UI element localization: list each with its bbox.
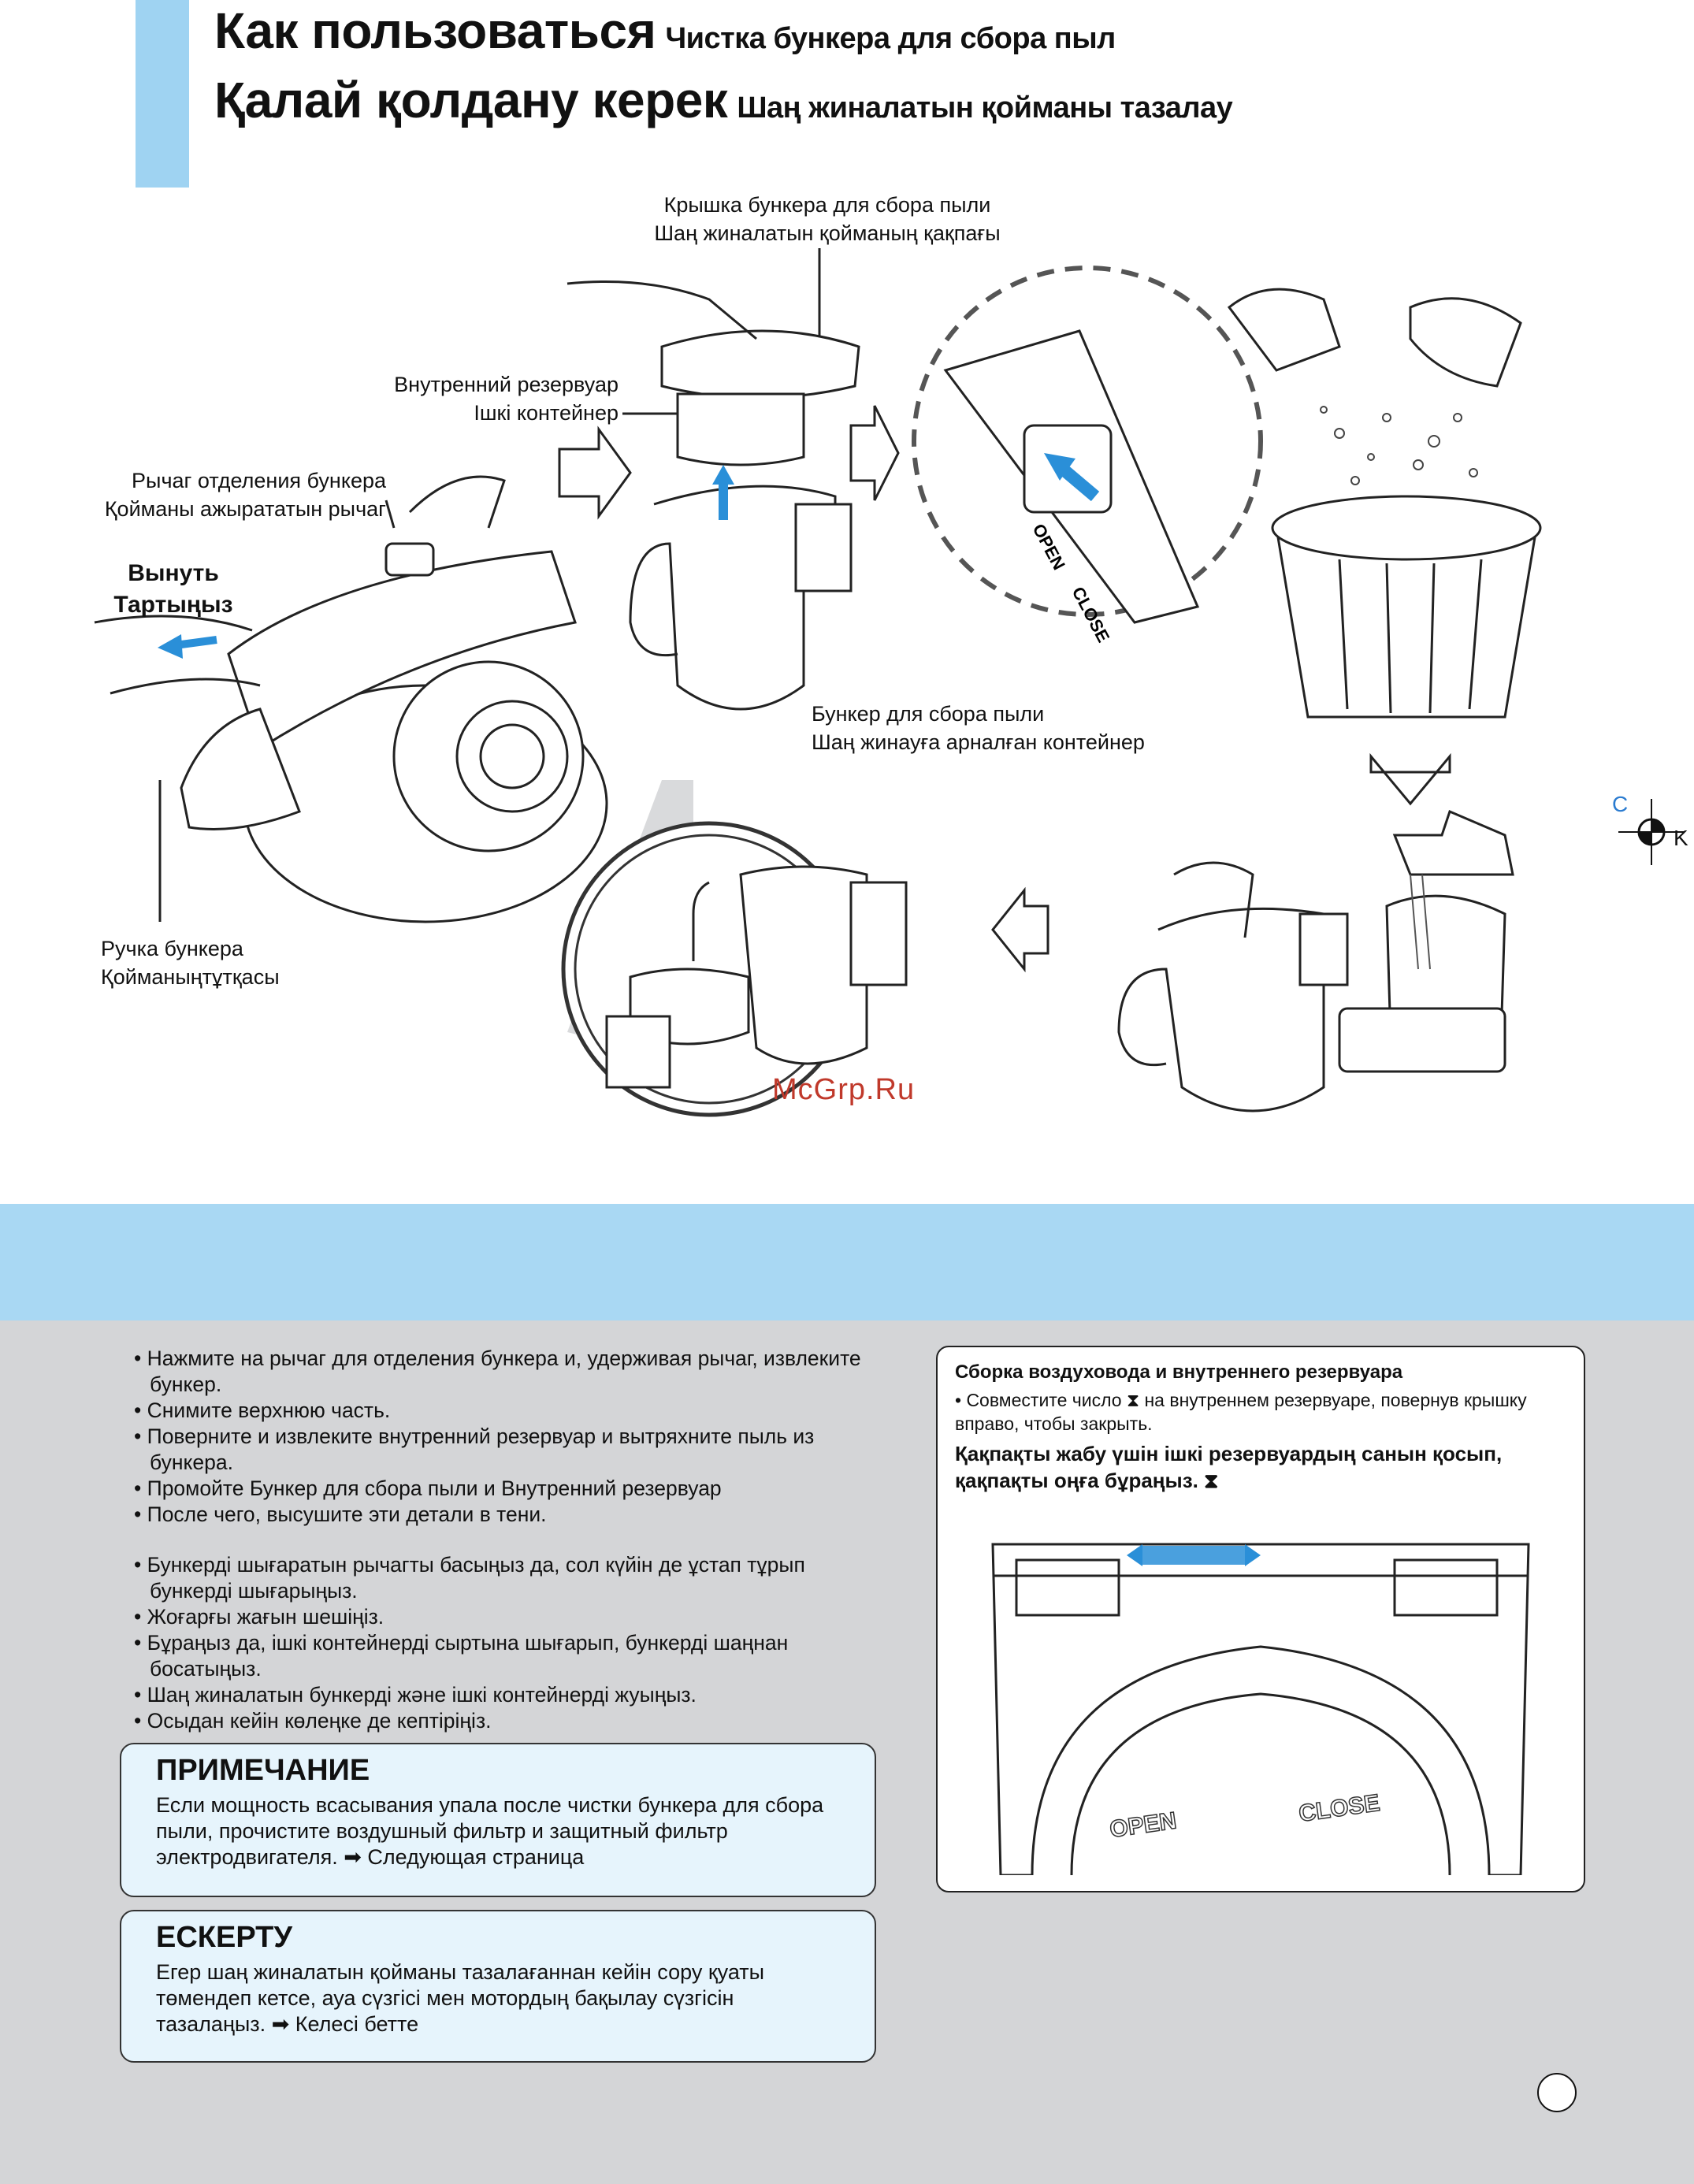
step-arrow-down bbox=[1369, 752, 1451, 806]
step-ru-3: Поверните и извлеките внутренний резерву… bbox=[118, 1424, 875, 1476]
assembly-diagram: OPEN CLOSE bbox=[991, 1543, 1530, 1875]
step-ru-5: После чего, высушите эти детали в тени. bbox=[118, 1502, 875, 1528]
label-lever: Рычаг отделения бункера Қойманы ажыратат… bbox=[63, 466, 386, 523]
label-bin-kz: Шаң жинауға арналған контейнер bbox=[812, 730, 1145, 754]
zoom-detail-illustration: OPEN CLOSE bbox=[912, 266, 1263, 645]
step-ru-2: Снимите верхнюю часть. bbox=[118, 1398, 875, 1424]
title-accent-bar bbox=[136, 0, 189, 188]
label-lid-ru: Крышка бункера для сбора пыли bbox=[663, 193, 991, 217]
label-pull-kz: Тартыңыз bbox=[113, 592, 233, 618]
step-kz-5: Осыдан кейін көлеңке де кептіріңіз. bbox=[118, 1708, 827, 1734]
step-kz-2: Жоғарғы жағын шешіңіз. bbox=[118, 1604, 827, 1630]
label-bin-ru: Бункер для сбора пыли bbox=[812, 702, 1045, 726]
reg-mark-c: C bbox=[1612, 792, 1629, 816]
label-handle-ru: Ручка бункера bbox=[101, 937, 243, 960]
assembly-title: Сборка воздуховода и внутреннего резерву… bbox=[955, 1361, 1403, 1383]
label-inner-kz: Ішкі контейнер bbox=[474, 401, 619, 425]
illustration-area: OPEN CLOSE bbox=[94, 248, 1542, 1117]
note-box-kz: ЕСКЕРТУ Егер шаң жиналатын қойманы тазал… bbox=[120, 1910, 876, 2063]
label-lever-ru: Рычаг отделения бункера bbox=[132, 469, 386, 492]
step-kz-3: Бұраңыз да, ішкі контейнерді сыртына шығ… bbox=[118, 1630, 827, 1682]
step-arrow-left bbox=[991, 886, 1049, 973]
label-inner-ru: Внутренний резервуар bbox=[394, 373, 619, 396]
watermark: McGrp.Ru bbox=[772, 1073, 916, 1106]
assembly-line-ru: • Совместите число ⧗ на внутреннем резер… bbox=[955, 1390, 1527, 1434]
label-lever-kz: Қойманы ажырататын рычаг bbox=[104, 497, 386, 521]
note-title-kz: ЕСКЕРТУ bbox=[156, 1921, 293, 1954]
assembly-line-kz: Қақпақты жабу үшін ішкі резервуардың сан… bbox=[955, 1442, 1503, 1492]
note-body-ru: Если мощность всасывания упала после чис… bbox=[156, 1793, 824, 1869]
dust-bin-illustration bbox=[567, 280, 860, 711]
label-pull-ru: Вынуть bbox=[128, 560, 219, 586]
page-subtitle-ru: Чистка бункера для сбора пыл bbox=[665, 22, 1116, 55]
dust-particles bbox=[1320, 406, 1478, 485]
label-lid-kz: Шаң жиналатын қойманың қақпағы bbox=[654, 221, 1001, 245]
assembly-box: Сборка воздуховода и внутреннего резерву… bbox=[936, 1346, 1585, 1892]
step-ru-4: Промойте Бункер для сбора пыли и Внутрен… bbox=[118, 1476, 875, 1502]
label-lid: Крышка бункера для сбора пыли Шаң жинала… bbox=[607, 191, 1048, 247]
trash-can-illustration bbox=[1227, 288, 1542, 719]
step-kz-4: Шаң жиналатын бункерді және ішкі контейн… bbox=[118, 1682, 827, 1708]
note-title-ru: ПРИМЕЧАНИЕ bbox=[156, 1754, 370, 1787]
page-subtitle-kz: Шаң жиналатын қойманы тазалау bbox=[737, 91, 1233, 124]
label-pull: Вынуть Тартыңыз bbox=[95, 558, 252, 621]
label-bin: Бункер для сбора пыли Шаң жинауға арналғ… bbox=[812, 700, 1284, 756]
note-box-ru: ПРИМЕЧАНИЕ Если мощность всасывания упал… bbox=[120, 1743, 876, 1897]
pull-arrow-icon bbox=[158, 634, 217, 659]
vacuum-cleaner-illustration bbox=[94, 475, 608, 923]
steps-list-kz: Бункерді шығаратын рычагты басыңыз да, с… bbox=[118, 1552, 827, 1734]
step-arrow-right-1 bbox=[558, 425, 632, 520]
label-handle: Ручка бункера Қойманыңтұтқасы bbox=[101, 934, 416, 991]
leader-lever bbox=[384, 500, 396, 529]
reg-mark-k: K bbox=[1674, 826, 1688, 850]
section-band bbox=[0, 1204, 1694, 1320]
step-ru-1: Нажмите на рычаг для отделения бункера и… bbox=[118, 1346, 875, 1398]
steps-list-ru: Нажмите на рычаг для отделения бункера и… bbox=[118, 1346, 875, 1528]
label-inner: Внутренний резервуар Ішкі контейнер bbox=[331, 370, 619, 427]
note-body-kz: Егер шаң жиналатын қойманы тазалағаннан … bbox=[156, 1960, 765, 2036]
assembly-detail-illustration bbox=[561, 780, 908, 1117]
step-kz-1: Бункерді шығаратын рычагты басыңыз да, с… bbox=[118, 1552, 827, 1604]
label-handle-kz: Қойманыңтұтқасы bbox=[101, 965, 280, 989]
washing-illustration bbox=[1117, 809, 1514, 1112]
registration-mark-icon bbox=[1618, 799, 1685, 865]
step-arrow-right-2 bbox=[849, 405, 900, 501]
page-number-circle bbox=[1537, 2073, 1577, 2112]
